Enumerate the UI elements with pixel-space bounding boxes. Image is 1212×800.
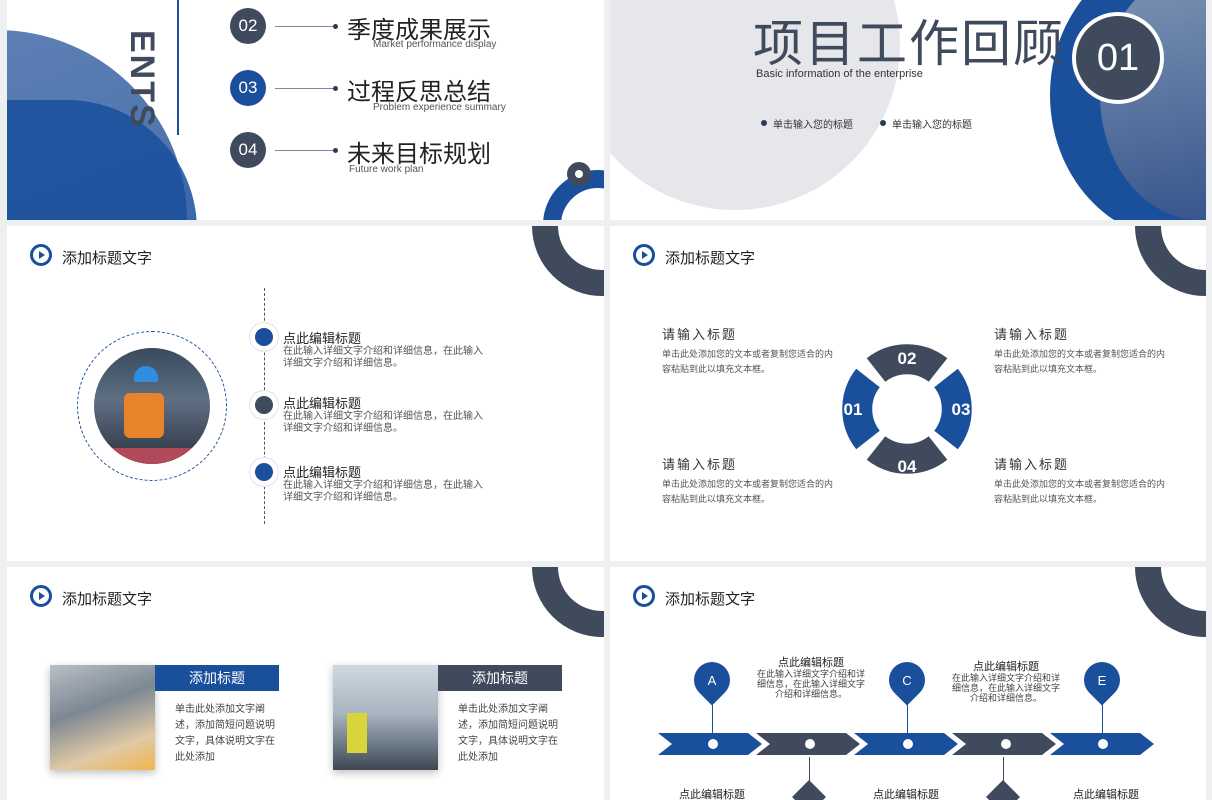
corner-arc [1135,567,1206,637]
pin-stem [907,695,908,733]
pin-stem [809,757,810,787]
timeline-title[interactable]: 点此编辑标题 [873,789,939,800]
bullet-item[interactable]: 单击输入您的标题 [892,120,972,131]
timeline-description: 在此输入详细文字介绍和详细信息，在此输入详细文字介绍和详细信息。 [951,673,1060,703]
slide-contents[interactable]: ENTS 02 季度成果展示 Market performance displa… [7,0,604,220]
timeline-title[interactable]: 点此编辑标题 [973,661,1039,673]
timeline-title[interactable]: 点此编辑标题 [1073,789,1139,800]
quadrant-description: 单击此处添加您的文本或者复制您适合的内容粘贴到此以填充文本框。 [662,479,834,504]
pin-stem [1003,757,1004,787]
ring-label-bottom: 04 [898,457,917,476]
pin-marker-d [986,780,1020,800]
ring-segment-bottom [866,435,948,474]
ring-segment-top [866,344,948,383]
segmented-ring: 02 01 03 04 [842,344,972,476]
quadrant-description: 单击此处添加您的文本或者复制您适合的内容粘贴到此以填充文本框。 [994,479,1166,504]
slide-timeline-horizontal[interactable]: 添加标题文字 A C E 点此编辑标题 在此输入详细文字介绍和详细信息，在此输入… [610,567,1206,800]
menu-title-03[interactable]: 过程反思总结 [347,79,491,106]
slide-header-title[interactable]: 添加标题文字 [62,250,153,267]
timeline-dot [250,391,278,419]
ring-label-left: 01 [844,400,863,419]
timeline-arrow-track [658,733,1154,755]
quadrant-title[interactable]: 请输入标题 [662,457,738,472]
quadrant-title[interactable]: 请输入标题 [994,457,1070,472]
item-description: 在此输入详细文字介绍和详细信息，在此输入详细文字介绍和详细信息。 [283,480,483,503]
item-title[interactable]: 点此编辑标题 [283,465,362,480]
menu-connector [275,86,338,91]
pin-label-e: E [1097,672,1107,688]
slide-section-01[interactable]: 项目工作回顾 Basic information of the enterpri… [610,0,1206,220]
card-label[interactable]: 添加标题 [155,665,279,691]
ring-segment-right [933,368,972,450]
timeline-dot [250,458,278,486]
timeline-title[interactable]: 点此编辑标题 [679,789,745,800]
bullet-dot [761,120,767,126]
timeline-dot [250,323,278,351]
pin-label-a: A [707,672,717,688]
bullet-item[interactable]: 单击输入您的标题 [773,120,853,131]
slide-four-quadrant[interactable]: 添加标题文字 请输入标题 单击此处添加您的文本或者复制您适合的内容粘贴到此以填充… [610,226,1206,561]
card-photo-surveyor [333,665,438,770]
slide-header-title[interactable]: 添加标题文字 [665,591,756,608]
card-description: 单击此处添加文字阐述，添加简短问题说明文字，具体说明文字在此处添加 [175,704,275,763]
pin-stem [712,695,713,733]
menu-connector [275,148,338,153]
card-description: 单击此处添加文字阐述，添加简短问题说明文字，具体说明文字在此处添加 [458,704,558,763]
quadrant-description: 单击此处添加您的文本或者复制您适合的内容粘贴到此以填充文本框。 [994,349,1166,374]
play-circle-icon [633,585,655,607]
menu-connector [275,24,338,29]
slide-image-cards[interactable]: 添加标题文字 添加标题 单击此处添加文字阐述，添加简短问题说明文字，具体说明文字… [7,567,604,800]
menu-subtitle-04: Future work plan [349,164,424,175]
quadrant-title[interactable]: 请输入标题 [994,327,1070,342]
pin-stem [1102,695,1103,733]
card-label[interactable]: 添加标题 [438,665,562,691]
contents-vertical-text: ENTS [117,0,179,135]
photo-circle-outline [77,331,227,481]
section-title: 项目工作回顾 [753,16,1065,72]
pin-label-c: C [902,672,912,688]
timeline-title[interactable]: 点此编辑标题 [778,657,844,669]
pin-marker-b [792,780,826,800]
timeline-description: 在此输入详细文字介绍和详细信息，在此输入详细文字介绍和详细信息。 [756,669,865,699]
menu-num-04: 04 [230,132,266,168]
ring-label-right: 03 [952,400,971,419]
play-circle-icon [30,244,52,266]
slide-header-title[interactable]: 添加标题文字 [62,591,153,608]
slide-timeline-vertical[interactable]: 添加标题文字 点此编辑标题 在此输入详细文字介绍和详细信息，在此输入详细文字介绍… [7,226,604,561]
menu-num-02: 02 [230,8,266,44]
slide1-small-dot [567,162,591,186]
worker-photo [94,348,210,464]
play-circle-icon [30,585,52,607]
menu-num-03: 03 [230,70,266,106]
play-circle-icon [633,244,655,266]
menu-subtitle-02: Market performance display [373,39,497,50]
section-badge: 01 [1072,12,1164,104]
quadrant-description: 单击此处添加您的文本或者复制您适合的内容粘贴到此以填充文本框。 [662,349,834,374]
contents-label: ENTS [123,30,161,129]
corner-arc [1135,226,1206,296]
item-title[interactable]: 点此编辑标题 [283,396,362,411]
corner-arc [532,226,604,296]
item-description: 在此输入详细文字介绍和详细信息，在此输入详细文字介绍和详细信息。 [283,346,483,369]
menu-title-02[interactable]: 季度成果展示 [347,17,491,44]
ring-label-top: 02 [898,349,917,368]
menu-subtitle-03: Problem experience summary [373,102,506,113]
corner-arc [532,567,604,637]
item-title[interactable]: 点此编辑标题 [283,331,362,346]
menu-title-04[interactable]: 未来目标规划 [347,141,491,168]
card-photo-desk [50,665,155,770]
item-description: 在此输入详细文字介绍和详细信息，在此输入详细文字介绍和详细信息。 [283,411,483,434]
quadrant-title[interactable]: 请输入标题 [662,327,738,342]
ring-segment-left [842,368,881,450]
slide-header-title[interactable]: 添加标题文字 [665,250,756,267]
section-subtitle: Basic information of the enterprise [756,68,923,80]
bullet-dot [880,120,886,126]
